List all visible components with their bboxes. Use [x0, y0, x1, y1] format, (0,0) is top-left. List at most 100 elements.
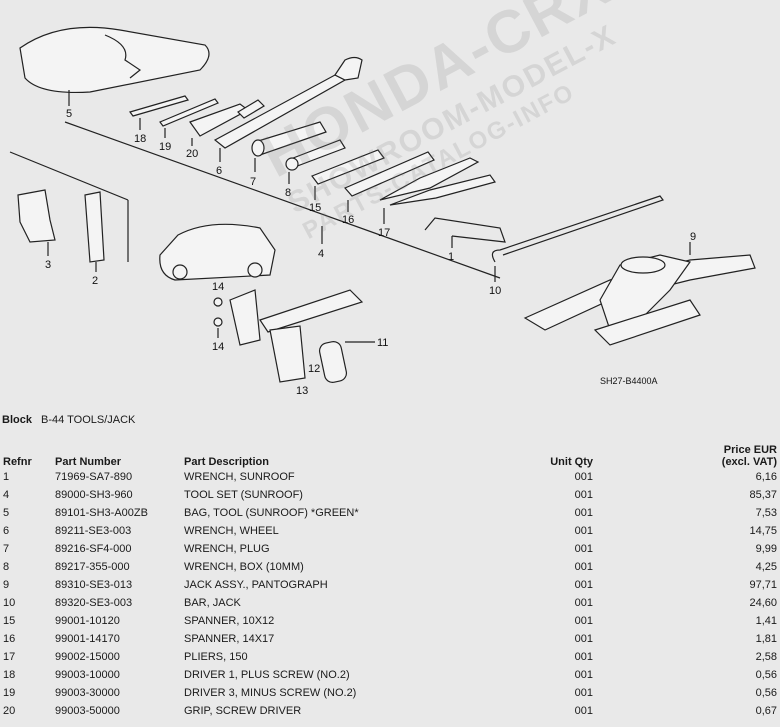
cell-description: WRENCH, PLUG: [184, 543, 270, 555]
cell-qty: 001: [574, 525, 593, 537]
table-row: 16 99001-14170 SPANNER, 14X17 001 1,81: [0, 630, 780, 648]
cell-part-number: 99003-50000: [55, 705, 120, 717]
cell-price: 14,75: [749, 525, 777, 537]
cell-part-number: 71969-SA7-890: [55, 471, 133, 483]
cell-price: 0,67: [755, 705, 777, 717]
block-header: Block B-44 TOOLS/JACK: [2, 414, 135, 426]
cell-part-number: 89101-SH3-A00ZB: [55, 507, 148, 519]
brackets-drawing: [17, 189, 105, 272]
callout-3: 3: [45, 259, 51, 271]
cell-part-number: 99001-14170: [55, 633, 120, 645]
cell-qty: 001: [574, 633, 593, 645]
header-price-line1: Price EUR: [723, 444, 777, 456]
cell-price: 1,41: [755, 615, 777, 627]
cell-part-number: 89217-355-000: [55, 561, 130, 573]
box-wrench-drawing: [285, 139, 346, 184]
exploded-view-illustration: 5 18 19 20 6 7 8 15 16 17 4 1 10 9 3 2 1…: [9, 26, 756, 397]
cell-refnr: 20: [3, 705, 16, 717]
cell-refnr: 4: [3, 489, 10, 501]
cell-refnr: 9: [3, 579, 10, 591]
cell-qty: 001: [574, 471, 593, 483]
header-part-description: Part Description: [184, 456, 269, 468]
cell-price: 85,37: [749, 489, 777, 501]
cell-qty: 001: [574, 543, 593, 555]
cell-qty: 001: [574, 597, 593, 609]
cell-description: WRENCH, BOX (10MM): [184, 561, 304, 573]
callout-11: 11: [377, 337, 388, 349]
cell-price: 6,16: [755, 471, 777, 483]
car-silhouette-drawing: [159, 223, 323, 281]
callout-9: 9: [690, 231, 696, 243]
cell-description: SPANNER, 10X12: [184, 615, 275, 627]
callout-14-lower: 14: [212, 341, 224, 353]
cell-description: GRIP, SCREW DRIVER: [184, 705, 302, 717]
cell-refnr: 6: [3, 525, 10, 537]
cell-part-number: 99003-30000: [55, 687, 120, 699]
table-row: 20 99003-50000 GRIP, SCREW DRIVER 001 0,67: [0, 702, 780, 720]
cell-price: 0,56: [755, 669, 777, 681]
cell-refnr: 15: [3, 615, 16, 627]
callout-18: 18: [134, 133, 146, 145]
cell-refnr: 19: [3, 687, 16, 699]
cell-qty: 001: [574, 687, 593, 699]
table-header-row: Refnr Part Number Part Description Unit …: [0, 432, 780, 468]
cell-refnr: 17: [3, 651, 16, 663]
header-unit-qty: Unit Qty: [550, 456, 593, 468]
callout-7: 7: [250, 176, 256, 188]
table-row: 5 89101-SH3-A00ZB BAG, TOOL (SUNROOF) *GRE…: [0, 504, 780, 522]
cell-description: TOOL SET (SUNROOF): [184, 489, 303, 501]
tool-bag-drawing: [19, 26, 210, 106]
cell-description: JACK ASSY., PANTOGRAPH: [184, 579, 328, 591]
cell-refnr: 1: [3, 471, 10, 483]
header-price: Price EUR (excl. VAT): [595, 432, 780, 468]
wheel-wrench-drawing: [213, 56, 363, 162]
header-price-line2: (excl. VAT): [721, 456, 777, 468]
cell-refnr: 16: [3, 633, 16, 645]
cell-refnr: 7: [3, 543, 10, 555]
callout-17: 17: [378, 227, 390, 239]
sunroof-wrench-drawing: [424, 217, 506, 248]
jack-drawing: [523, 242, 756, 346]
parts-table: Refnr Part Number Part Description Unit …: [0, 432, 780, 720]
cell-price: 1,81: [755, 633, 777, 645]
header-refnr: Refnr: [3, 456, 32, 468]
cell-qty: 001: [574, 669, 593, 681]
cell-qty: 001: [574, 579, 593, 591]
cell-refnr: 10: [3, 597, 16, 609]
block-label: Block: [2, 414, 32, 426]
leader-line: [64, 121, 501, 279]
callout-20: 20: [186, 148, 198, 160]
cell-description: BAG, TOOL (SUNROOF) *GREEN*: [184, 507, 359, 519]
cell-qty: 001: [574, 489, 593, 501]
callout-8: 8: [285, 187, 291, 199]
cell-refnr: 5: [3, 507, 10, 519]
callout-10: 10: [489, 285, 501, 297]
cell-part-number: 89310-SE3-013: [55, 579, 133, 591]
cell-price: 9,99: [755, 543, 777, 555]
cell-refnr: 8: [3, 561, 10, 573]
cell-qty: 001: [574, 507, 593, 519]
cell-part-number: 89320-SE3-003: [55, 597, 133, 609]
cell-part-number: 89216-SF4-000: [55, 543, 132, 555]
cell-description: DRIVER 1, PLUS SCREW (NO.2): [184, 669, 350, 681]
callout-1: 1: [448, 251, 454, 263]
jack-holder-drawing: [213, 289, 375, 383]
callout-14-upper: 14: [212, 281, 224, 293]
jack-bar-drawing: [491, 195, 664, 282]
callout-2: 2: [92, 275, 98, 287]
cell-price: 4,25: [755, 561, 777, 573]
cell-qty: 001: [574, 615, 593, 627]
screwdrivers-drawing: [128, 95, 265, 146]
spanners-drawing: [311, 149, 435, 212]
cell-part-number: 99003-10000: [55, 669, 120, 681]
callout-16: 16: [342, 214, 354, 226]
table-row: 7 89216-SF4-000 WRENCH, PLUG 001 9,99: [0, 540, 780, 558]
cell-part-number: 99001-10120: [55, 615, 120, 627]
cell-qty: 001: [574, 705, 593, 717]
cell-description: SPANNER, 14X17: [184, 633, 275, 645]
